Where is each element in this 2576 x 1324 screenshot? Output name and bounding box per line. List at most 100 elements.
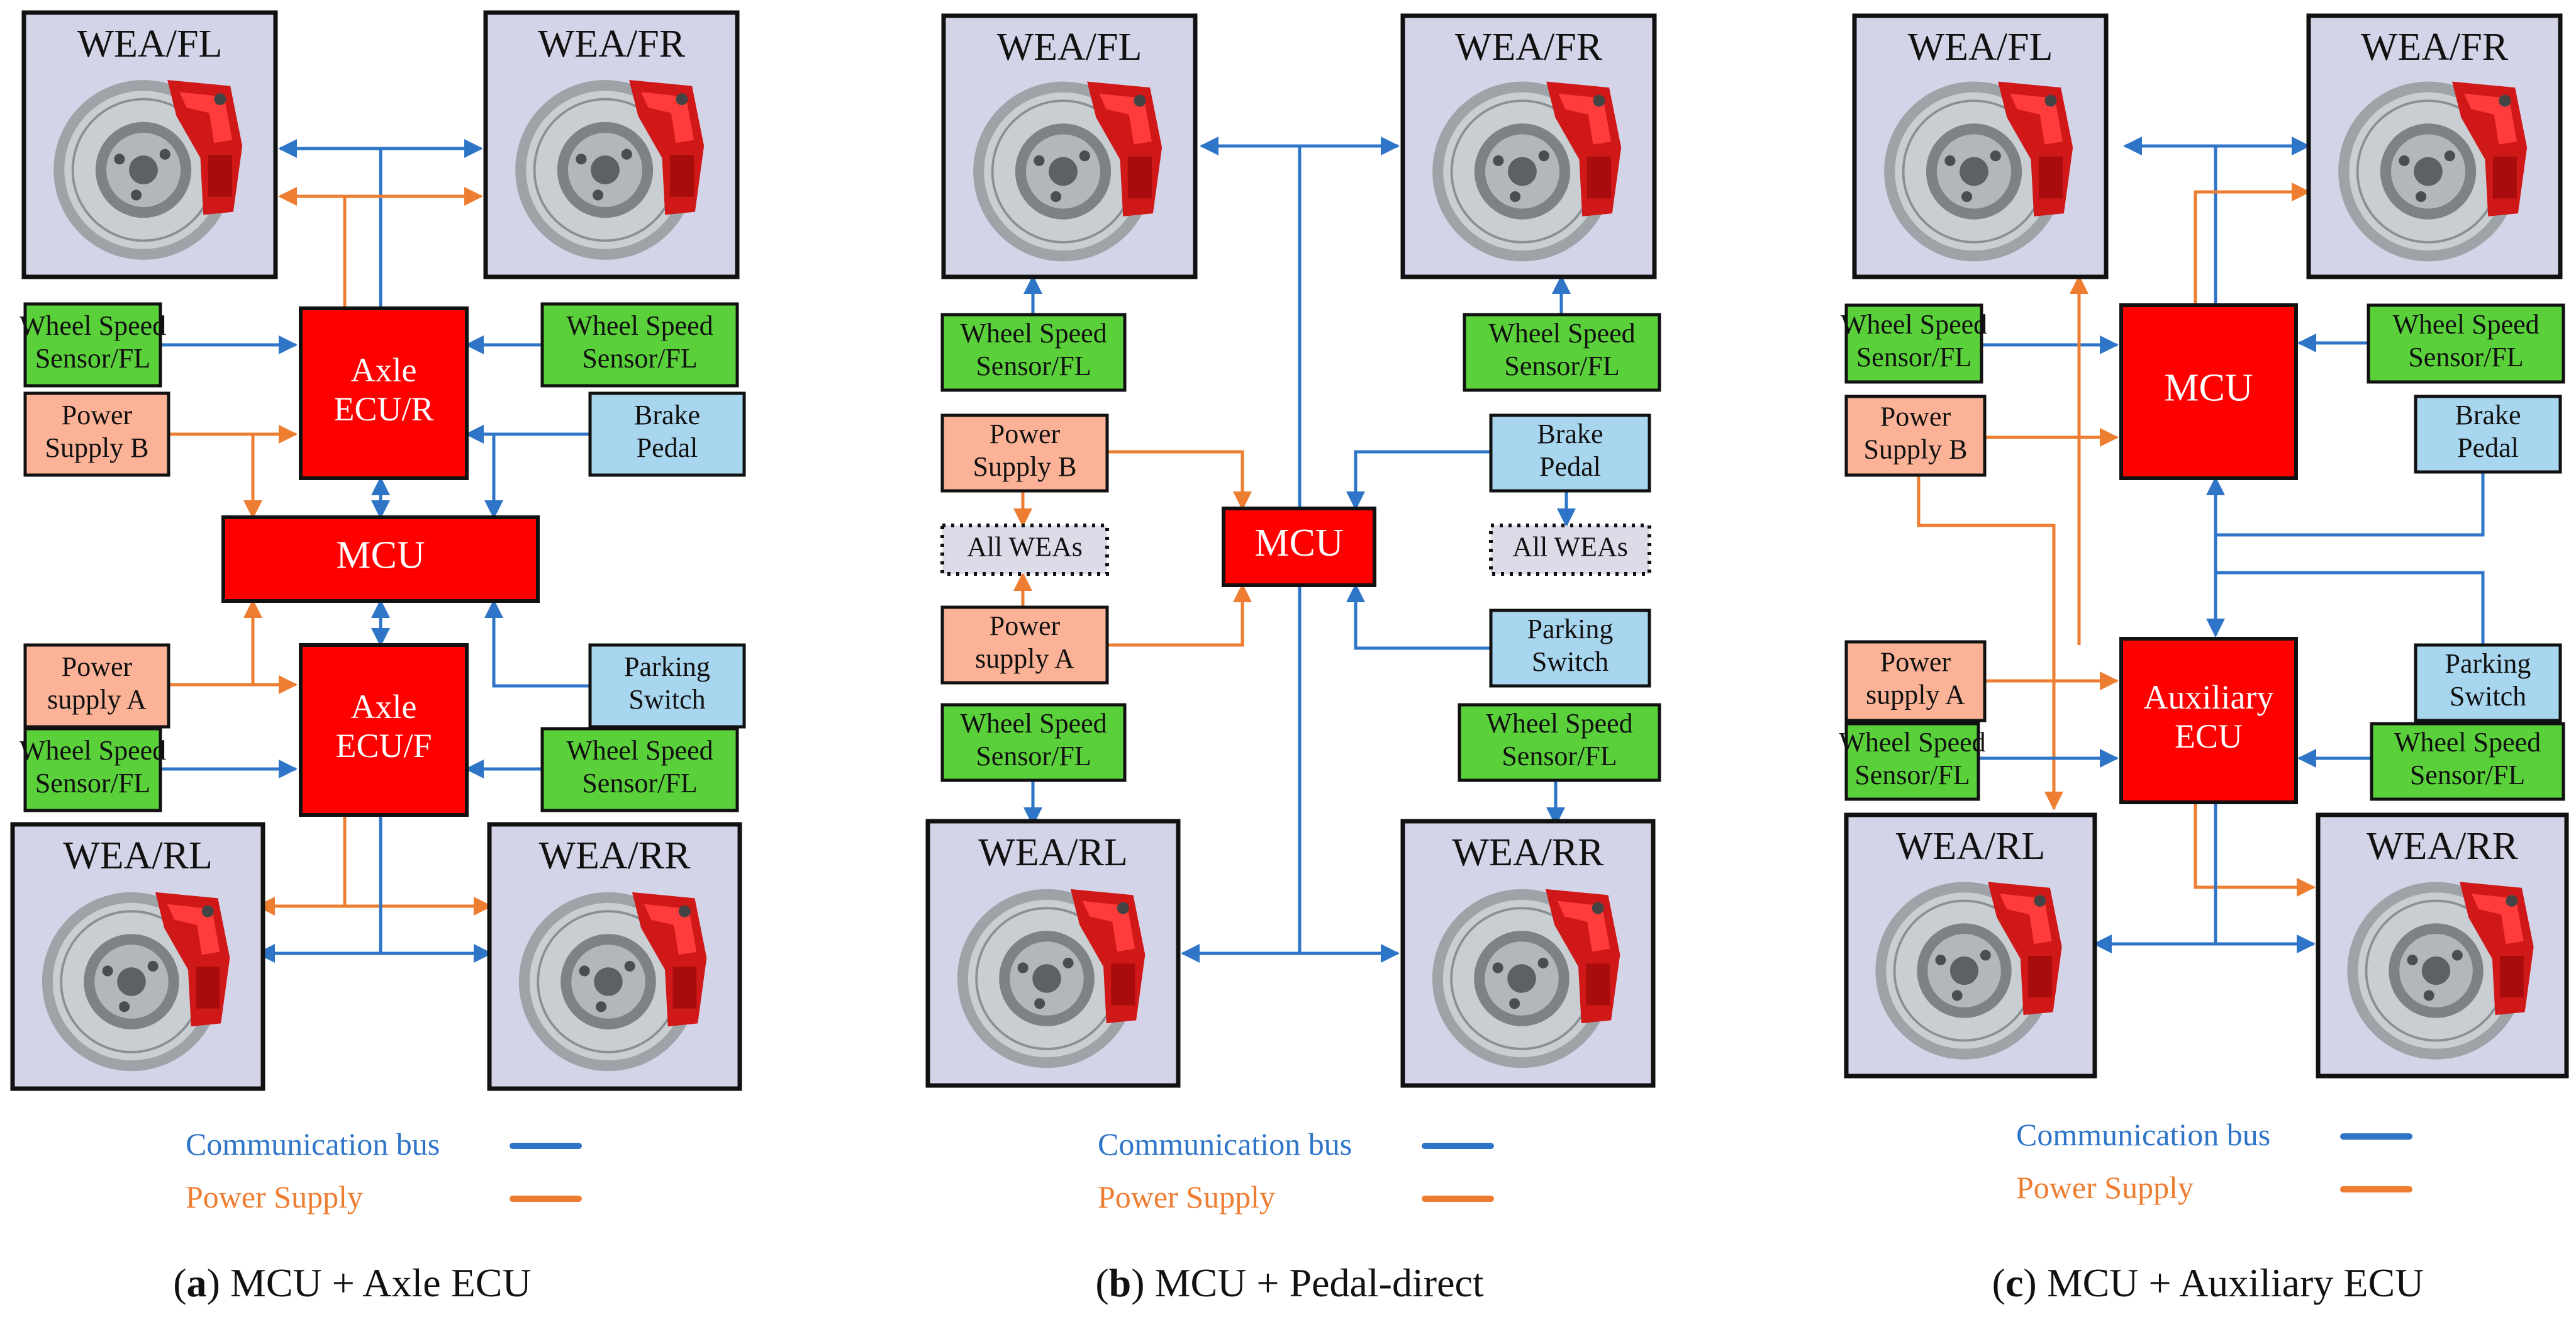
figure-caption: (b) MCU + Pedal-direct: [1095, 1260, 1484, 1305]
wea-rr: WEA/RR: [1400, 819, 1656, 1088]
power-mcu-to-wea-fr: [2194, 182, 2311, 303]
legend-power-label: Power Supply: [1098, 1179, 1275, 1215]
power-a-to-mcu: [169, 599, 262, 687]
wea-rl-title: WEA/RL: [63, 834, 213, 877]
caption-letter: c: [2005, 1260, 2023, 1305]
wea-rr: WEA/RR: [2316, 812, 2569, 1079]
wea-fr: WEA/FR: [2306, 13, 2563, 279]
mcu-label: MCU: [1254, 522, 1343, 564]
caption-text: ) MCU + Pedal-direct: [1131, 1260, 1484, 1305]
power-aux-to-wea-rr: [2194, 802, 2316, 897]
all-weas-left: All WEAs: [940, 524, 1109, 576]
caption-text: ) MCU + Axle ECU: [207, 1260, 532, 1305]
wea-rl: WEA/RL: [10, 822, 265, 1091]
wea-fl-title: WEA/FL: [77, 23, 223, 65]
wea-rl-title: WEA/RL: [1896, 825, 2046, 868]
wea-rr: WEA/RR: [487, 822, 742, 1091]
wea-fr: WEA/FR: [483, 10, 740, 279]
wea-rl-title: WEA/RL: [978, 831, 1128, 874]
all-weas-right-label: All WEAs: [1512, 532, 1628, 563]
wea-rr-title: WEA/RR: [1452, 831, 1604, 874]
wea-fl-title: WEA/FL: [1908, 26, 2053, 69]
mcu: MCU: [1222, 507, 1376, 587]
wea-fl: WEA/FL: [941, 13, 1198, 279]
parking-to-mcu: [1346, 583, 1491, 650]
legend-communication-label: Communication bus: [186, 1126, 440, 1162]
mcu: MCU: [221, 515, 540, 603]
wea-fr-title: WEA/FR: [538, 23, 686, 65]
caption-text: ) MCU + Auxiliary ECU: [2023, 1260, 2424, 1305]
brake-to-mcu: [1346, 450, 1491, 510]
wea-rl: WEA/RL: [1844, 812, 2097, 1079]
legend-power-label: Power Supply: [186, 1179, 363, 1215]
power-b-to-mcu: [1107, 450, 1252, 510]
wea-rr-title: WEA/RR: [2367, 825, 2519, 868]
all-weas-left-label: All WEAs: [967, 532, 1083, 563]
all-weas-right: All WEAs: [1489, 524, 1651, 576]
figure-caption: (c) MCU + Auxiliary ECU: [1992, 1260, 2424, 1305]
wea-fl: WEA/FL: [21, 10, 278, 279]
wea-rl: WEA/RL: [925, 819, 1181, 1088]
wea-fr-title: WEA/FR: [1455, 26, 1603, 69]
caption-letter: a: [187, 1260, 207, 1305]
power-front-right: [343, 187, 483, 308]
power-rear-right: [343, 815, 493, 916]
power-a-to-mcu: [1107, 583, 1252, 647]
power-b-to-wea-rl: [1917, 475, 2063, 811]
legend-power-label: Power Supply: [2016, 1170, 2194, 1205]
parking-to-bus: [2216, 571, 2485, 645]
wea-rr-title: WEA/RR: [538, 834, 691, 877]
wea-fl-title: WEA/FL: [997, 26, 1142, 69]
legend-communication-label: Communication bus: [2016, 1117, 2270, 1152]
mcu-label: MCU: [336, 534, 425, 577]
